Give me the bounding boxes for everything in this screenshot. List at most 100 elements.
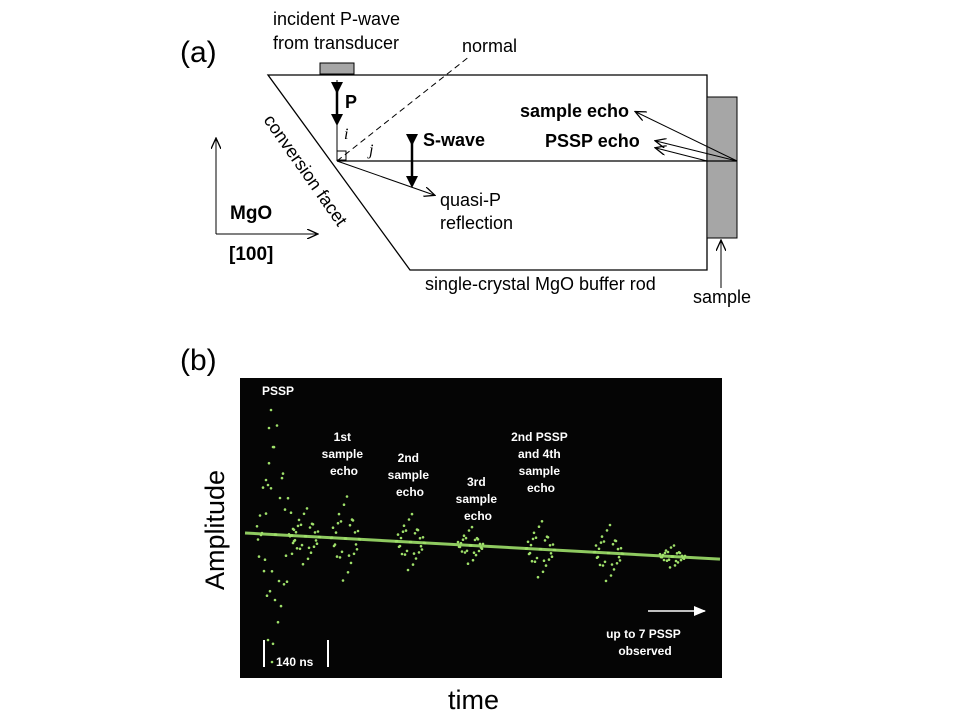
trace-dot [395,539,399,543]
trace-dot [402,524,406,527]
trace-dot [339,520,343,523]
trace-dot [269,408,273,412]
trace-dot [277,579,281,583]
trace-dot [532,531,536,535]
trace-dot [283,508,287,511]
trace-dot [463,551,467,554]
trace-dot [333,543,337,546]
trace-dot [259,533,263,537]
trace-dot [601,564,605,567]
normal-label: normal [462,36,517,56]
oscilloscope-screen [240,378,722,678]
trace-dot [603,560,607,564]
trace-dot [416,528,420,532]
trace-dot [282,583,286,586]
trace-dot [612,568,616,571]
trace-dot [537,525,541,528]
trace-dot [267,461,271,465]
trace-dot [676,561,680,564]
trace-dot [423,541,427,545]
trace-dot [536,575,540,579]
trace-dot [619,546,623,550]
trace-dot [311,523,315,526]
trace-dot [285,580,289,583]
trace-dot [351,519,355,522]
trace-dot [356,529,360,533]
trace-dot [353,531,357,534]
trace-dot [473,538,477,542]
trace-dot [262,569,266,573]
trace-dot [476,538,480,541]
trace-dot [663,551,667,555]
echo3-label: 3rd sample echo [456,475,501,523]
trace-dot [304,535,308,538]
trace-dot [281,472,285,475]
rod-label: single-crystal MgO buffer rod [425,274,656,294]
trace-dot [260,531,264,535]
trace-dot [661,553,665,557]
trace-dot [456,540,460,544]
trace-dot [548,544,552,547]
trace-dot [274,533,278,536]
pssp-echo-arrow [656,141,738,162]
trace-dot [270,570,274,573]
echo4-label: 2nd PSSP and 4th sample echo [511,430,571,495]
trace-dot [540,520,544,523]
trace-dot [297,518,301,522]
trace-dot [305,507,309,510]
trace-dot [526,540,530,544]
trace-dot [334,531,338,534]
trace-dot [403,553,407,556]
trace-dot [472,551,476,554]
trace-dot [547,558,551,561]
trace-dot [680,554,684,558]
trace-dot [665,559,669,562]
trace-dot [525,547,529,550]
y-axis-label: Amplitude [200,470,230,590]
trace-dot [614,539,618,543]
trace-dot [533,560,537,563]
trace-dot [271,642,275,646]
trace-dot [407,518,411,521]
trace-dot [348,523,352,527]
trace-dot [611,542,615,546]
trace-dot [594,544,598,547]
panel-a-diagram: (a) incident P-wave from tra [180,9,751,307]
trace-dot [409,540,413,544]
trace-dot [539,547,543,551]
pssp-label: PSSP [262,384,294,398]
scale-label: 140 ns [276,655,314,669]
trace-dot [340,550,344,554]
trace-dot [294,530,298,534]
trace-dot [316,530,320,533]
trace-baseline [244,531,721,561]
trace-dot [477,549,481,553]
trace-dot [300,543,304,547]
trace-dot [464,536,468,540]
angle-j-label: j [367,142,374,159]
trace-dot [664,549,668,552]
trace-dot [604,579,608,583]
trace-dot [312,545,316,548]
trace-dot [621,552,625,556]
trace-dot [599,541,603,544]
trace-dot [531,537,535,541]
trace-dot [349,561,353,565]
trace-dot [342,503,346,507]
panel-b-oscilloscope: (b) PSSP 1st sample echo 2nd sample echo… [180,344,722,715]
quasi-p-label-2: reflection [440,213,513,233]
trace-dot [478,542,482,546]
signal-trace [244,408,721,664]
pssp-echo-arrow-2 [656,148,708,162]
trace-dot [470,525,474,529]
trace-dot [313,531,317,534]
trace-dot [462,534,466,537]
trace-dot [528,551,532,555]
trace-dot [358,538,362,541]
trace-dot [459,541,463,545]
trace-dot [666,550,670,554]
trace-dot [598,563,602,567]
trace-dot [346,571,350,574]
trace-dot [341,579,345,582]
trace-dot [278,496,282,500]
